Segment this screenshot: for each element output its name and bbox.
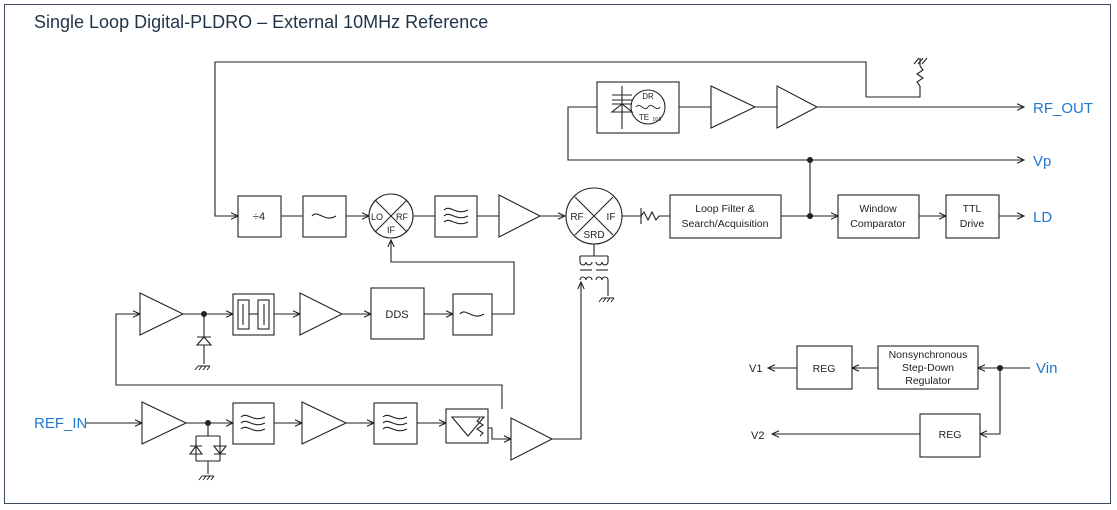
oscillator-block: DR TE 01δ	[596, 81, 680, 134]
reg-label-1: REG	[813, 363, 836, 375]
mixer-lo-label: LO	[371, 212, 383, 222]
window-comparator-block	[837, 194, 920, 239]
divider-block	[237, 195, 282, 238]
mixer-rf-label: RF	[396, 212, 408, 222]
sample-resistor	[916, 65, 924, 87]
ref-amplifier-2	[139, 292, 185, 336]
ref-amplifier-3	[299, 292, 344, 336]
rf-amplifier-2	[776, 85, 819, 129]
loop-filter-label-2: Search/Acquisition	[682, 218, 769, 230]
ttl-drive-block	[945, 194, 1000, 239]
window-comparator-label-2: Comparator	[850, 218, 906, 230]
vp-port: Vp	[1033, 153, 1051, 170]
diagram-frame	[4, 4, 1111, 504]
window-comparator-label-1: Window	[859, 203, 897, 215]
ttl-drive-label-2: Drive	[960, 218, 985, 230]
v1-port: V1	[749, 363, 762, 375]
vp-wire	[567, 106, 1024, 160]
crystal-filter-block	[232, 293, 275, 336]
loop-amplifier	[498, 194, 542, 238]
srd-if-label: IF	[607, 212, 616, 223]
buck-label-3: Regulator	[905, 375, 951, 387]
lowpass-filter-1	[302, 195, 347, 238]
buck-regulator-block	[877, 345, 979, 390]
power-splitter-block	[445, 408, 489, 444]
reg-block-1	[796, 345, 853, 390]
v2-port: V2	[751, 430, 764, 442]
wires	[86, 57, 1030, 481]
loop-filter-label-1: Loop Filter &	[695, 203, 755, 215]
dielectric-resonator-icon	[630, 89, 666, 125]
lowpass-filter-2	[452, 293, 493, 336]
vin-port: Vin	[1036, 360, 1057, 377]
srd-label: SRD	[583, 230, 604, 241]
resonator-bottom-label: TE	[639, 113, 649, 122]
ttl-drive-label-1: TTL	[963, 203, 982, 215]
mixer-if-label: IF	[387, 225, 396, 235]
buck-label-2: Step-Down	[902, 362, 954, 374]
buck-label-1: Nonsynchronous	[889, 349, 968, 361]
reg-block-2	[919, 413, 981, 458]
diagram-title: Single Loop Digital-PLDRO – External 10M…	[34, 12, 489, 32]
bandpass-filter-1	[434, 195, 478, 238]
resonator-mode-label: 01δ	[653, 117, 662, 123]
reg-label-2: REG	[939, 429, 962, 441]
loop-filter-block	[669, 194, 782, 239]
srd-phase-detector: RF IF SRD	[565, 187, 623, 245]
ref-amplifier-1	[141, 401, 188, 445]
rf-sample-wire	[866, 86, 921, 98]
ref-in-port: REF_IN	[34, 415, 87, 432]
feedback-wire	[214, 61, 867, 216]
srd-rf-label: RF	[570, 212, 583, 223]
rf-out-port: RF_OUT	[1033, 100, 1093, 117]
ld-port: LD	[1033, 209, 1052, 226]
resonator-top-label: DR	[642, 92, 654, 101]
divider-label: ÷4	[253, 211, 265, 223]
mixer: LO RF IF	[368, 193, 414, 239]
dds-block	[370, 287, 425, 340]
ref-amplifier-4	[301, 401, 348, 445]
ref-amplifier-5	[510, 417, 554, 461]
dds-label: DDS	[385, 309, 408, 321]
rf-amplifier-1	[710, 85, 757, 129]
